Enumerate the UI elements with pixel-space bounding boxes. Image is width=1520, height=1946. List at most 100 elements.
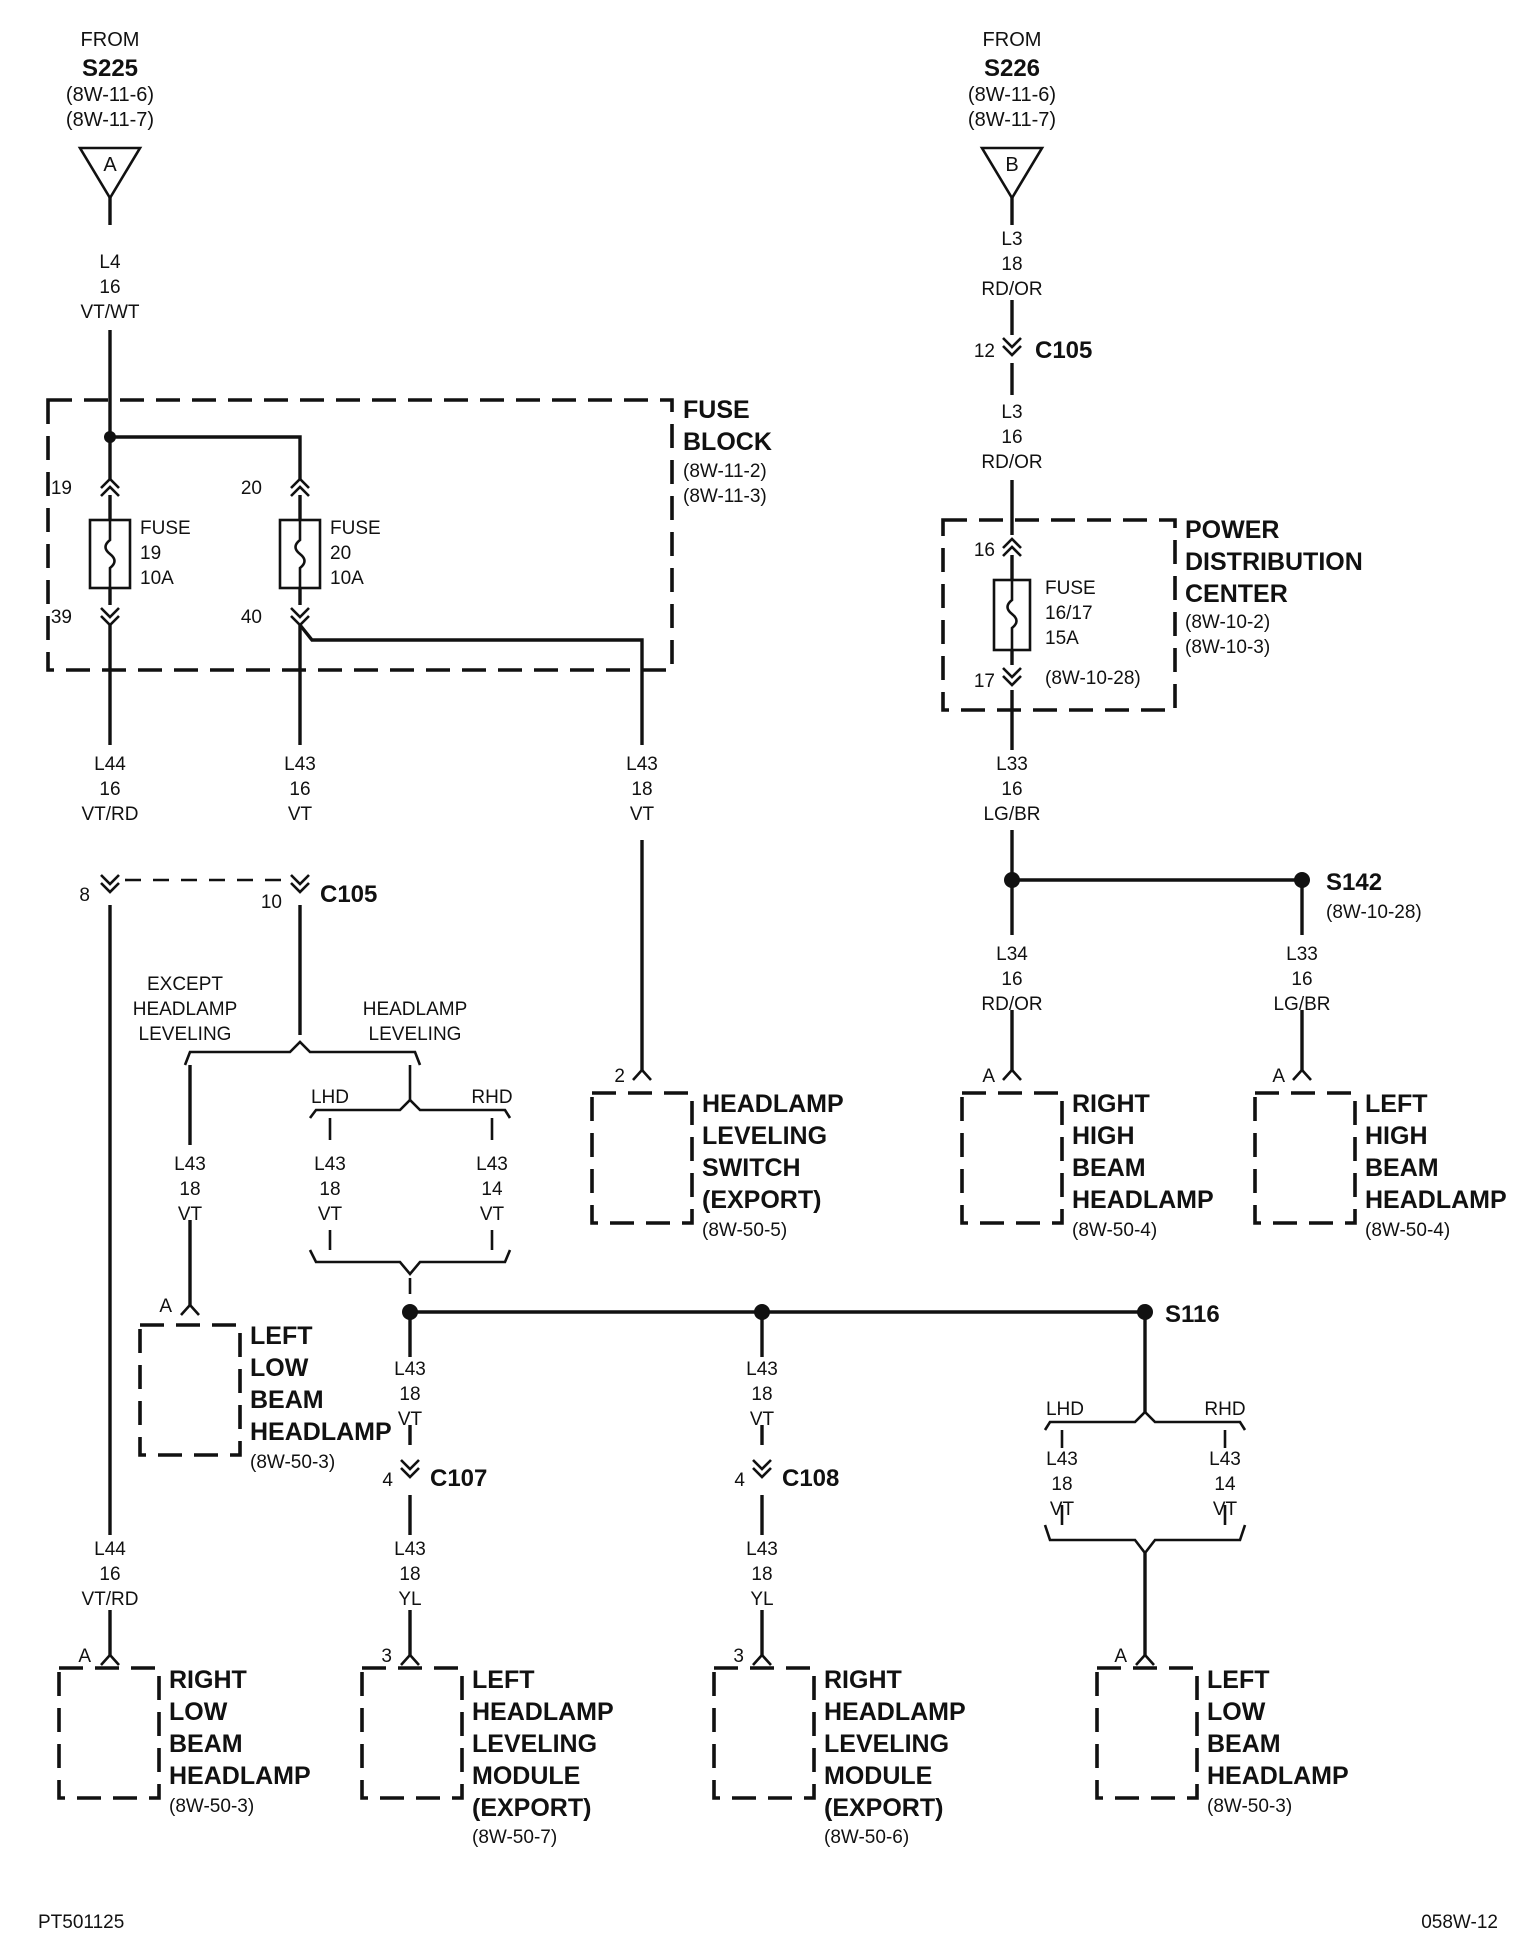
svg-text:HEADLAMP: HEADLAMP <box>1207 1762 1349 1790</box>
svg-text:16: 16 <box>289 779 310 800</box>
splice-s116-dot <box>1137 1304 1153 1320</box>
svg-text:FROM: FROM <box>81 29 140 51</box>
component-left-high-beam: A LEFT HIGH BEAM HEADLAMP (8W-50-4) <box>1272 1066 1506 1241</box>
svg-text:16/17: 16/17 <box>1045 603 1093 624</box>
wire-label-l34: L34 16 RD/OR <box>981 944 1042 1015</box>
source-s225: FROM S225 (8W-11-6) (8W-11-7) <box>66 29 154 131</box>
svg-text:BLOCK: BLOCK <box>683 428 772 456</box>
wires <box>108 196 1304 1655</box>
svg-text:L3: L3 <box>1001 229 1022 250</box>
option-leveling: HEADLAMP LEVELING <box>363 999 468 1045</box>
wire-label-l43-rhd: L43 14 VT <box>476 1154 508 1225</box>
component-right-low-beam: A RIGHT LOW BEAM HEADLAMP (8W-50-3) <box>78 1646 310 1817</box>
wire-label-l43-lhd: L43 18 VT <box>314 1154 346 1225</box>
svg-text:(8W-10-28): (8W-10-28) <box>1045 668 1141 689</box>
svg-text:LG/BR: LG/BR <box>1273 994 1330 1015</box>
wire-label-l33-pdc: L33 16 LG/BR <box>983 754 1040 825</box>
component-right-leveling-module: 3 RIGHT HEADLAMP LEVELING MODULE (EXPORT… <box>733 1646 965 1848</box>
svg-text:VT: VT <box>178 1204 203 1225</box>
wire-label-l43-lhd2: L43 18 VT <box>1046 1449 1078 1520</box>
fuse-block-label: FUSE BLOCK (8W-11-2) (8W-11-3) <box>683 396 772 507</box>
svg-text:BEAM: BEAM <box>169 1730 243 1758</box>
svg-text:L43: L43 <box>476 1154 508 1175</box>
svg-text:L43: L43 <box>1209 1449 1241 1470</box>
svg-text:S142: S142 <box>1326 869 1382 896</box>
svg-text:20: 20 <box>241 478 262 499</box>
svg-text:BEAM: BEAM <box>1207 1730 1281 1758</box>
svg-text:S116: S116 <box>1165 1301 1220 1328</box>
footer-page-id: 058W-12 <box>1421 1912 1498 1933</box>
svg-text:3: 3 <box>381 1646 392 1667</box>
left-low-b-outline <box>1095 1666 1199 1800</box>
svg-text:(8W-50-3): (8W-50-3) <box>169 1796 254 1817</box>
svg-text:L33: L33 <box>1286 944 1318 965</box>
svg-text:L44: L44 <box>94 754 126 775</box>
svg-text:RD/OR: RD/OR <box>981 452 1042 473</box>
svg-text:FUSE: FUSE <box>1045 578 1096 599</box>
svg-text:SWITCH: SWITCH <box>702 1154 801 1182</box>
component-left-leveling-module: 3 LEFT HEADLAMP LEVELING MODULE (EXPORT)… <box>381 1646 613 1848</box>
svg-text:16: 16 <box>1001 969 1022 990</box>
svg-text:LEVELING: LEVELING <box>139 1024 232 1045</box>
svg-text:40: 40 <box>241 607 262 628</box>
fuse-19-label: 19 39 FUSE 19 10A <box>51 478 191 628</box>
left-high-outline <box>1253 1091 1357 1225</box>
svg-text:LEVELING: LEVELING <box>702 1122 827 1150</box>
svg-text:HIGH: HIGH <box>1365 1122 1428 1150</box>
svg-text:L3: L3 <box>1001 402 1022 423</box>
svg-text:17: 17 <box>974 671 995 692</box>
source-a-triangle <box>77 146 143 201</box>
left-module-outline <box>360 1666 464 1800</box>
svg-text:LOW: LOW <box>169 1698 228 1726</box>
svg-text:L34: L34 <box>996 944 1028 965</box>
svg-text:LEFT: LEFT <box>250 1322 313 1350</box>
svg-text:(8W-50-7): (8W-50-7) <box>472 1827 557 1848</box>
svg-text:S226: S226 <box>984 55 1040 82</box>
svg-text:RD/OR: RD/OR <box>981 279 1042 300</box>
svg-text:12: 12 <box>974 341 995 362</box>
svg-text:L43: L43 <box>174 1154 206 1175</box>
source-b-triangle <box>979 146 1045 201</box>
option-lhd: LHD <box>311 1087 349 1108</box>
svg-text:HIGH: HIGH <box>1072 1122 1135 1150</box>
fuse-16-17-label: 16 17 FUSE 16/17 15A (8W-10-28) <box>974 540 1141 692</box>
svg-text:14: 14 <box>481 1179 503 1200</box>
svg-text:LEFT: LEFT <box>1365 1090 1428 1118</box>
svg-text:18: 18 <box>751 1384 772 1405</box>
source-s226: FROM S226 (8W-11-6) (8W-11-7) <box>968 29 1056 131</box>
svg-text:18: 18 <box>399 1564 420 1585</box>
svg-text:16: 16 <box>1001 427 1022 448</box>
connector-c105-top: 12 C105 <box>974 337 1093 364</box>
svg-text:CENTER: CENTER <box>1185 580 1288 608</box>
svg-text:MODULE: MODULE <box>472 1762 580 1790</box>
svg-text:C105: C105 <box>320 881 377 908</box>
svg-text:L33: L33 <box>996 754 1028 775</box>
svg-text:YL: YL <box>750 1589 773 1610</box>
svg-text:DISTRIBUTION: DISTRIBUTION <box>1185 548 1363 576</box>
svg-text:(8W-50-6): (8W-50-6) <box>824 1827 909 1848</box>
svg-text:S225: S225 <box>82 55 138 82</box>
svg-text:16: 16 <box>99 779 120 800</box>
fuse-19 <box>88 518 132 590</box>
svg-text:(EXPORT): (EXPORT) <box>472 1794 591 1822</box>
svg-text:LEFT: LEFT <box>1207 1666 1270 1694</box>
svg-text:L43: L43 <box>746 1539 778 1560</box>
svg-text:18: 18 <box>631 779 652 800</box>
wire-label-l43-rhd2: L43 14 VT <box>1209 1449 1241 1520</box>
splice-bus-left <box>402 1304 418 1320</box>
svg-text:BEAM: BEAM <box>1365 1154 1439 1182</box>
splice-s142: S142 (8W-10-28) <box>1326 869 1422 923</box>
component-right-high-beam: A RIGHT HIGH BEAM HEADLAMP (8W-50-4) <box>982 1066 1213 1241</box>
svg-text:18: 18 <box>751 1564 772 1585</box>
svg-text:A: A <box>982 1066 995 1087</box>
connector-c108: 4 C108 <box>734 1465 839 1492</box>
svg-text:L43: L43 <box>626 754 658 775</box>
wire-label-l43-c108-in: L43 18 VT <box>746 1359 778 1430</box>
svg-text:(8W-11-6): (8W-11-6) <box>968 84 1056 106</box>
svg-text:HEADLAMP: HEADLAMP <box>250 1418 392 1446</box>
svg-text:16: 16 <box>1001 779 1022 800</box>
svg-text:(8W-50-3): (8W-50-3) <box>250 1452 335 1473</box>
svg-text:BEAM: BEAM <box>250 1386 324 1414</box>
svg-text:LEVELING: LEVELING <box>369 1024 462 1045</box>
wire-label-l43-c107-in: L43 18 VT <box>394 1359 426 1430</box>
